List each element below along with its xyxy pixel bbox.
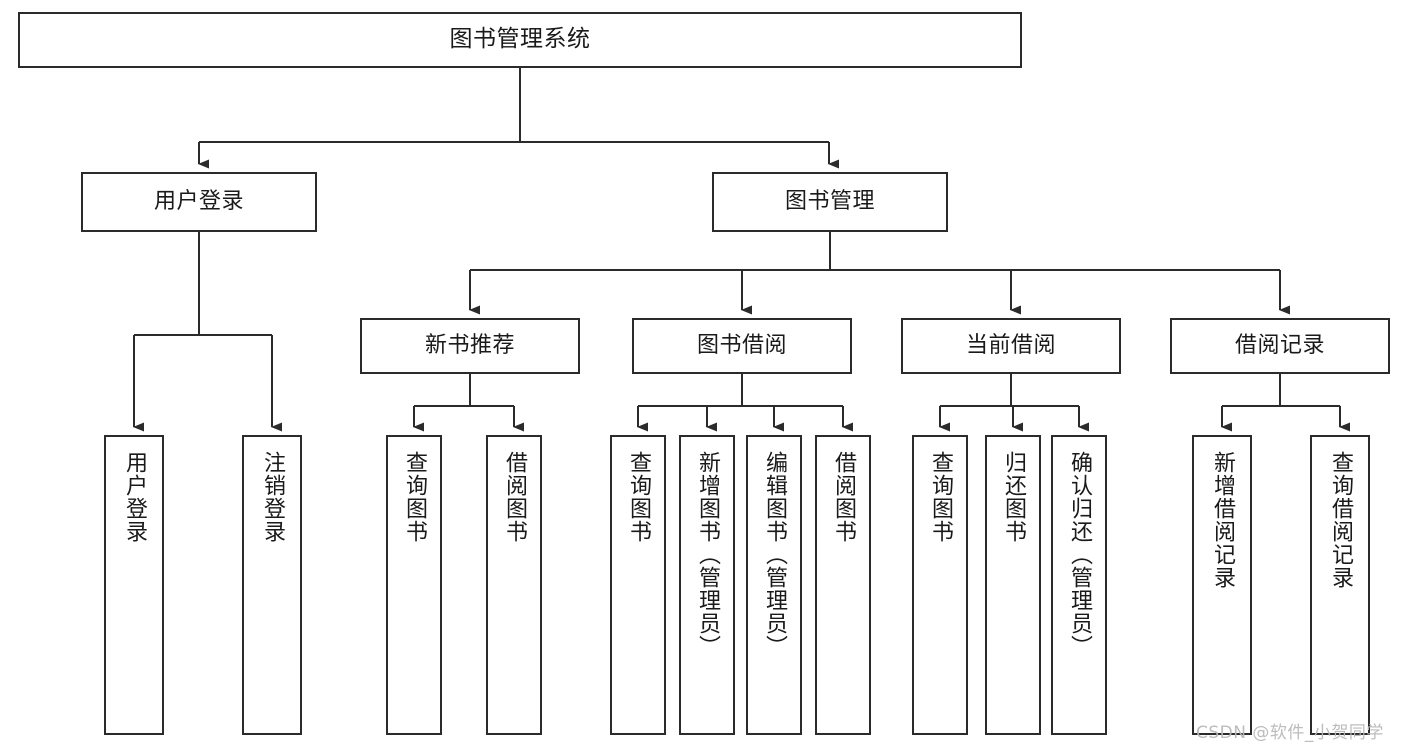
node-book-borrow-label: 图书借阅 [696, 332, 787, 358]
node-leaf-confirm-return[interactable]: 确认归还（管理员） [1051, 435, 1107, 735]
node-leaf-user-login[interactable]: 用户登录 [104, 435, 164, 735]
node-leaf-query-book-2-label: 查询图书 [625, 451, 651, 543]
node-leaf-add-book-label: 新增图书（管理员） [694, 451, 720, 658]
node-leaf-user-logout[interactable]: 注销登录 [242, 435, 302, 735]
node-leaf-query-book-2[interactable]: 查询图书 [610, 435, 666, 735]
node-user-login-label: 用户登录 [153, 188, 244, 214]
node-leaf-add-record-label: 新增借阅记录 [1209, 451, 1235, 589]
node-root-label: 图书管理系统 [449, 26, 591, 53]
node-leaf-query-record-label: 查询借阅记录 [1327, 451, 1353, 589]
node-leaf-borrow-book-1-label: 借阅图书 [501, 451, 527, 543]
node-user-login[interactable]: 用户登录 [81, 172, 317, 232]
node-current-borrow[interactable]: 当前借阅 [901, 318, 1121, 374]
node-leaf-user-login-label: 用户登录 [121, 451, 147, 543]
node-new-book-rec[interactable]: 新书推荐 [360, 318, 580, 374]
node-leaf-query-book-3[interactable]: 查询图书 [912, 435, 968, 735]
node-leaf-query-record[interactable]: 查询借阅记录 [1310, 435, 1370, 735]
node-new-book-rec-label: 新书推荐 [424, 332, 515, 358]
node-root[interactable]: 图书管理系统 [18, 12, 1022, 68]
node-borrow-record[interactable]: 借阅记录 [1170, 318, 1390, 374]
node-leaf-borrow-book-2-label: 借阅图书 [830, 451, 856, 543]
node-current-borrow-label: 当前借阅 [965, 332, 1056, 358]
node-leaf-edit-book-label: 编辑图书（管理员） [761, 451, 787, 658]
node-leaf-confirm-return-label: 确认归还（管理员） [1066, 451, 1092, 658]
node-leaf-edit-book[interactable]: 编辑图书（管理员） [746, 435, 802, 735]
node-leaf-borrow-book-2[interactable]: 借阅图书 [815, 435, 871, 735]
node-leaf-borrow-book-1[interactable]: 借阅图书 [486, 435, 542, 735]
csdn-watermark: CSDN @软件_小贺同学 [1196, 723, 1384, 743]
node-leaf-add-record[interactable]: 新增借阅记录 [1192, 435, 1252, 735]
node-book-borrow[interactable]: 图书借阅 [632, 318, 852, 374]
node-leaf-add-book[interactable]: 新增图书（管理员） [679, 435, 735, 735]
node-leaf-query-book-3-label: 查询图书 [927, 451, 953, 543]
node-leaf-user-logout-label: 注销登录 [259, 451, 285, 543]
node-borrow-record-label: 借阅记录 [1234, 332, 1325, 358]
node-leaf-query-book-1-label: 查询图书 [401, 451, 427, 543]
node-book-manage-label: 图书管理 [784, 188, 875, 214]
node-leaf-return-book[interactable]: 归还图书 [985, 435, 1041, 735]
node-leaf-query-book-1[interactable]: 查询图书 [386, 435, 442, 735]
node-book-manage[interactable]: 图书管理 [712, 172, 948, 232]
node-leaf-return-book-label: 归还图书 [1000, 451, 1026, 543]
